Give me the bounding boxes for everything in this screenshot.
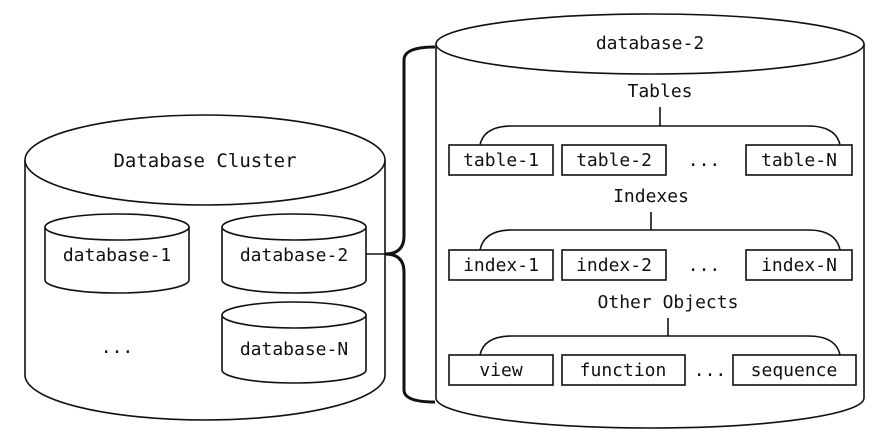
cluster-title: Database Cluster xyxy=(113,150,296,172)
index-2-box xyxy=(561,249,667,281)
table-1-label: table-1 xyxy=(463,150,539,171)
table-2-box xyxy=(561,144,667,176)
sequence-box xyxy=(732,354,857,386)
group-tables-bracket xyxy=(479,125,841,146)
cluster-cylinder-top xyxy=(24,114,386,206)
table-n-box xyxy=(745,144,853,176)
group-other-objects-bracket xyxy=(479,335,841,356)
group-indexes-bracket xyxy=(479,229,841,251)
table-n-label: table-N xyxy=(761,150,837,171)
indexes-ellipsis: ... xyxy=(688,255,721,276)
view-box xyxy=(448,354,554,386)
index-n-box xyxy=(745,249,853,281)
index-n-label: index-N xyxy=(761,255,837,276)
group-tables-label: Tables xyxy=(627,81,692,102)
index-2-label: index-2 xyxy=(576,255,652,276)
group-indexes-label: Indexes xyxy=(613,186,689,207)
table-1-box xyxy=(448,144,554,176)
function-box xyxy=(561,354,686,386)
cluster-db-n: database-N xyxy=(221,301,367,384)
cluster-db-n-label: database-N xyxy=(240,339,348,360)
detail-cylinder-top xyxy=(435,13,865,75)
other-objects-ellipsis: ... xyxy=(694,360,727,381)
detail-cylinder-body xyxy=(435,44,865,429)
curly-brace xyxy=(384,45,436,404)
cluster-db-ellipsis: ... xyxy=(101,337,134,358)
tables-ellipsis: ... xyxy=(688,150,721,171)
table-2-label: table-2 xyxy=(576,150,652,171)
detail-title: database-2 xyxy=(596,33,704,54)
sequence-label: sequence xyxy=(751,360,838,381)
group-tables: Tables table-1 table-2 ... table-N xyxy=(448,81,853,176)
index-1-label: index-1 xyxy=(463,255,539,276)
function-label: function xyxy=(580,360,667,381)
cluster-db-1: database-1 xyxy=(44,213,190,294)
expand-brace xyxy=(366,45,436,404)
group-indexes: Indexes index-1 index-2 ... index-N xyxy=(448,186,853,281)
index-1-box xyxy=(448,249,554,281)
cluster-db-1-label: database-1 xyxy=(63,245,171,266)
view-label: view xyxy=(479,360,523,381)
detail-cylinder: database-2 xyxy=(435,13,865,429)
group-other-objects: Other Objects view function ... sequence xyxy=(448,292,857,386)
group-other-objects-label: Other Objects xyxy=(598,292,739,313)
cluster-db-2-label: database-2 xyxy=(240,245,348,266)
cluster-db-2: database-2 xyxy=(221,213,367,294)
